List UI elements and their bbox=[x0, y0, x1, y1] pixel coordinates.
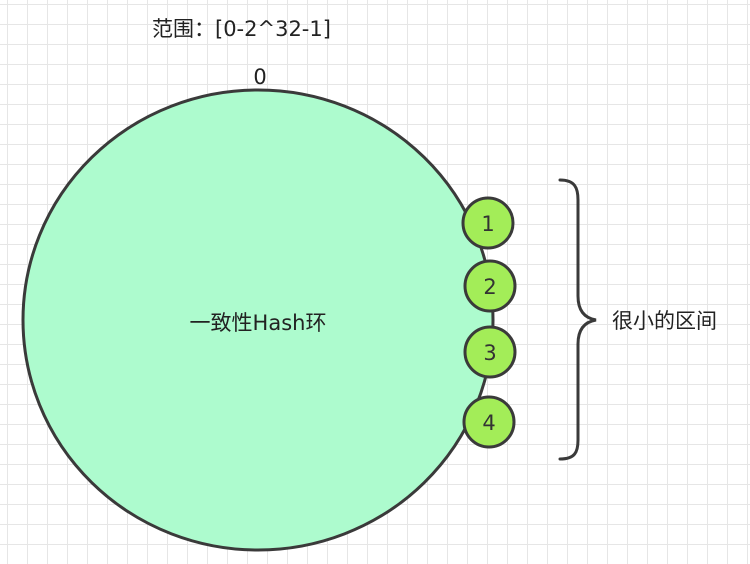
node-2-circle bbox=[463, 259, 517, 313]
node-1: 1 bbox=[461, 196, 515, 250]
node-2: 2 bbox=[463, 259, 517, 313]
node-1-label: 1 bbox=[481, 212, 494, 236]
interval-brace bbox=[558, 178, 597, 461]
node-4-circle bbox=[462, 395, 516, 449]
node-2-label: 2 bbox=[483, 275, 496, 299]
node-3-label: 3 bbox=[483, 341, 496, 365]
hash-ring bbox=[21, 88, 495, 552]
interval-label: 很小的区间 bbox=[612, 309, 717, 333]
node-4: 4 bbox=[462, 395, 516, 449]
range-label: 范围：[0-2^32-1] bbox=[152, 17, 331, 41]
ring-label: 一致性Hash环 bbox=[190, 311, 327, 335]
node-4-label: 4 bbox=[482, 411, 495, 435]
node-3: 3 bbox=[463, 325, 517, 379]
node-3-circle bbox=[463, 325, 517, 379]
node-1-circle bbox=[461, 196, 515, 250]
zero-label: 0 bbox=[253, 65, 266, 89]
